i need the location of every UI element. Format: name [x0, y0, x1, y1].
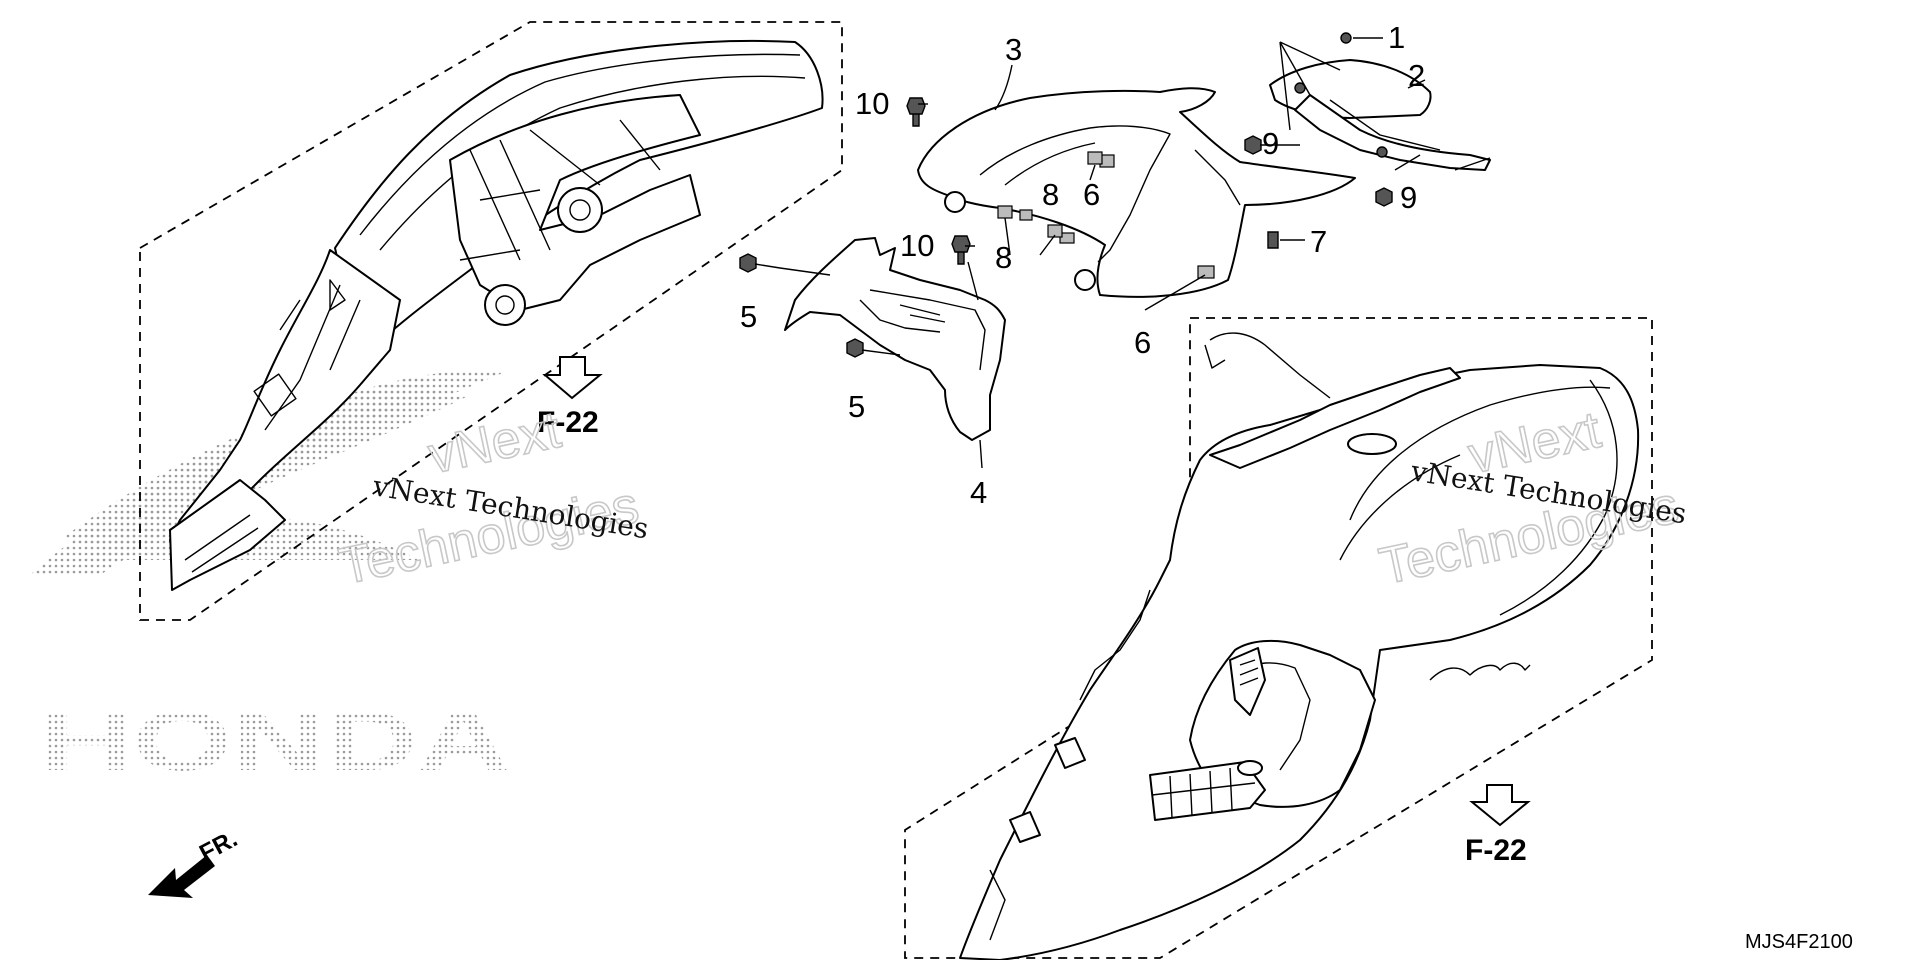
callout-7: 7 [1310, 224, 1327, 259]
front-direction-arrow: FR. [148, 825, 242, 898]
item-3-rear-upper-cover [917, 87, 1356, 298]
ref-label-right: F-22 [1465, 834, 1527, 867]
bolt-10-lower-icon [951, 235, 971, 265]
rear-frame-assembly [169, 39, 824, 591]
rivet-7-icon [1267, 231, 1279, 249]
callout-4: 4 [970, 475, 987, 510]
nut-8-upper-icon [1047, 224, 1063, 238]
item-body-side-cover [959, 332, 1640, 960]
callout-8-lower: 8 [995, 240, 1012, 275]
callout-3: 3 [1005, 32, 1022, 67]
ref-arrow-left: F-22 [537, 356, 603, 439]
screw-5-upper-icon [739, 253, 757, 273]
callout-6-upper: 6 [1083, 177, 1100, 212]
callout-5-lower: 5 [848, 389, 865, 424]
left-assembly-frame [139, 21, 843, 621]
callout-8-upper: 8 [1042, 177, 1059, 212]
callout-9-upper: 9 [1262, 126, 1279, 161]
nut-8-lower-icon [997, 205, 1013, 219]
leader-lines [754, 37, 1491, 469]
right-assembly-frame [904, 317, 1653, 959]
ref-arrow-right: F-22 [1465, 784, 1531, 867]
callout-10-upper: 10 [855, 86, 889, 121]
watermark-outline-line1-left: vNext [423, 401, 566, 485]
clip-6-lower-icon [1197, 265, 1215, 279]
honda-logo-text: HONDA [40, 694, 510, 788]
clip-1-icon [1340, 32, 1352, 44]
bolt-10-upper-icon [906, 97, 926, 127]
ref-label-left: F-22 [537, 406, 599, 439]
hardware-items [739, 32, 1393, 358]
callout-10-lower: 10 [900, 228, 934, 263]
callout-numbers: 1 2 3 4 5 5 6 6 7 8 8 9 9 10 10 [740, 20, 1425, 510]
callout-9-lower: 9 [1400, 180, 1417, 215]
callout-6-lower: 6 [1134, 325, 1151, 360]
item-4-rear-center-cover [784, 237, 1006, 441]
callout-5-upper: 5 [740, 299, 757, 334]
screw-9-upper-icon [1244, 135, 1262, 155]
item-2-grab-rail-cover [1269, 59, 1491, 171]
clip-6-upper-icon [1087, 151, 1103, 165]
diagram-code: MJS4F2100 [1745, 931, 1853, 953]
callout-1: 1 [1388, 20, 1405, 55]
screw-5-lower-icon [846, 338, 864, 358]
screw-9-lower-icon [1375, 187, 1393, 207]
callout-2: 2 [1408, 58, 1425, 93]
